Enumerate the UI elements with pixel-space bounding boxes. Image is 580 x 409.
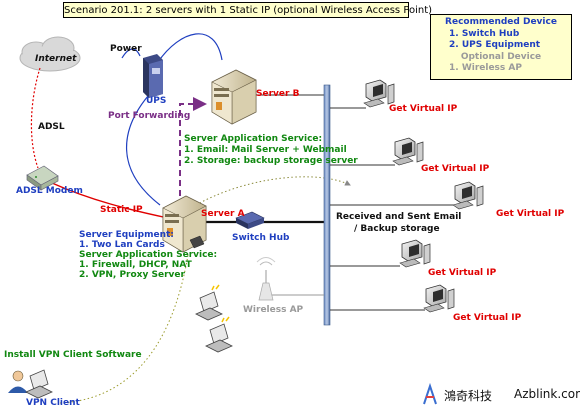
brand-domain: Azblink.com: [514, 387, 580, 401]
switch-hub-icon: [235, 211, 265, 229]
brand-logo-icon: [423, 382, 437, 405]
server-b-service-item: 1. Email: Mail Server + Webmail: [184, 145, 347, 155]
wireless-ap-label: Wireless AP: [243, 305, 304, 315]
ups-icon: [143, 54, 163, 98]
server-a-equipment-item: 1. Two Lan Cards: [79, 240, 165, 250]
ups-to-server-a-line: [126, 95, 161, 206]
adsl-modem-label: ADSL Modem: [16, 186, 83, 196]
ups-label: UPS: [146, 96, 167, 106]
backbone-branches: [330, 107, 455, 311]
diagram-title: Scenario 201.1: 2 servers with 1 Static …: [63, 2, 432, 18]
power-cable-line: [121, 48, 141, 59]
server-a-service-item: 2. VPN, Proxy Server: [79, 270, 185, 280]
install-vpn-label: Install VPN Client Software: [4, 350, 142, 360]
email-backup-arrow: [195, 176, 351, 206]
adsl-label: ADSL: [38, 122, 65, 132]
received-sent-label: Received and Sent Email: [336, 212, 462, 222]
server-a-service-item: 1. Firewall, DHCP, NAT: [79, 260, 192, 270]
static-ip-link-line: [51, 182, 169, 219]
client-pc-icon: [363, 79, 395, 108]
port-forwarding-line: [179, 97, 207, 196]
optional-item: 1. Wireless AP: [449, 63, 522, 73]
power-label: Power: [110, 44, 142, 54]
server-a-label: Server A: [201, 209, 245, 219]
recommended-heading: Recommended Device: [445, 17, 557, 27]
adsl-link-line: [30, 67, 41, 169]
network-backbone: [323, 84, 331, 326]
recommended-device-box: Recommended Device 1. Switch Hub 2. UPS …: [430, 14, 572, 80]
server-b-icon: [211, 69, 257, 125]
port-forwarding-label: Port Forwarding: [108, 111, 191, 121]
internet-cloud-icon: [19, 36, 81, 72]
vpn-tunnel-line: [59, 254, 189, 404]
server-b-label: Server B: [256, 89, 300, 99]
server-a-service-heading: Server Application Service:: [79, 250, 218, 260]
recommended-item: 2. UPS Equipment: [449, 40, 541, 50]
backup-storage-label: / Backup storage: [354, 224, 440, 234]
client-pcs: [363, 79, 484, 313]
server-a-icon: [162, 195, 207, 253]
brand-chinese: 鴻奇科技: [444, 389, 493, 403]
get-virtual-ip-label: Get Virtual IP: [389, 104, 458, 114]
ups-to-server-b-line: [157, 33, 223, 63]
recommended-item: 1. Switch Hub: [449, 28, 520, 39]
vpn-client-label: VPN Client: [26, 398, 80, 408]
get-virtual-ip-label: Get Virtual IP: [453, 313, 522, 323]
wireless-laptop-icon: [205, 316, 233, 353]
server-b-service-item: 2. Storage: backup storage server: [184, 156, 358, 166]
static-ip-label: Static IP: [100, 205, 143, 215]
optional-heading: Optional Device: [460, 51, 542, 62]
server-a-equipment-heading: Server Equipment:: [79, 230, 174, 240]
client-pc-icon: [452, 181, 484, 210]
client-pc-icon: [399, 239, 431, 268]
internet-label: Internet: [35, 54, 77, 64]
wireless-ap-icon: [256, 257, 276, 301]
wireless-laptop-icon: [195, 284, 223, 321]
client-pc-icon: [423, 284, 455, 313]
vpn-client-icon: [8, 369, 53, 399]
get-virtual-ip-label: Get Virtual IP: [428, 268, 497, 278]
switch-hub-label: Switch Hub: [232, 233, 290, 243]
client-pc-icon: [392, 137, 424, 166]
server-b-service-heading: Server Application Service:: [184, 134, 323, 144]
adsl-modem-icon: [26, 165, 59, 191]
get-virtual-ip-label: Get Virtual IP: [421, 164, 490, 174]
get-virtual-ip-label: Get Virtual IP: [496, 209, 565, 219]
